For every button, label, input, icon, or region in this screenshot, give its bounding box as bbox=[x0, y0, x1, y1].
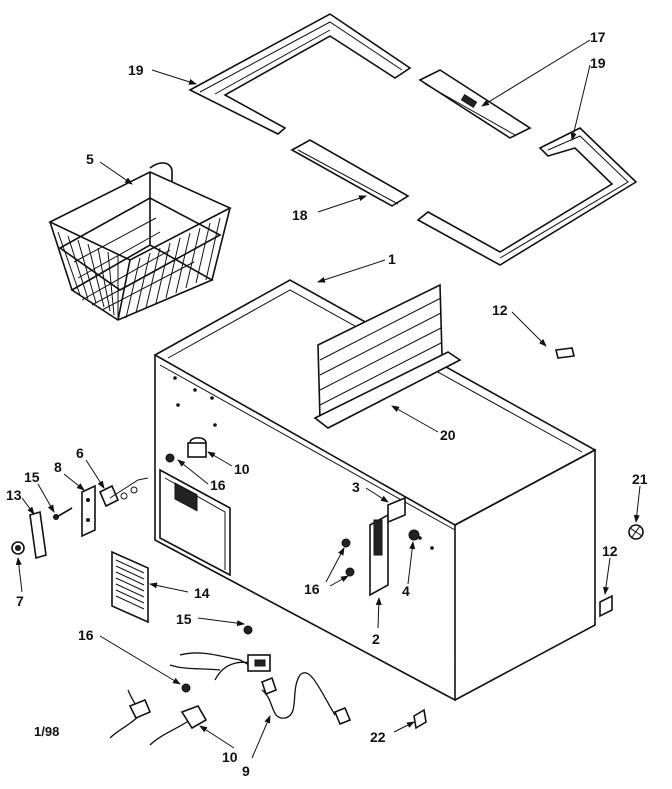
callout-labels: 19 17 19 5 18 1 12 20 10 16 3 4 16 2 15 … bbox=[6, 29, 648, 779]
callout-18: 18 bbox=[292, 207, 308, 223]
callout-16-upper: 16 bbox=[210, 477, 226, 493]
screw-15-left bbox=[53, 507, 73, 520]
lid-trim-strip-17 bbox=[418, 69, 532, 139]
divider-panel bbox=[313, 283, 462, 429]
clip-12-right bbox=[599, 594, 613, 618]
callout-16-lower: 16 bbox=[78, 627, 94, 643]
callout-5: 5 bbox=[86, 151, 94, 167]
callout-3: 3 bbox=[352, 479, 360, 495]
callout-9: 9 bbox=[242, 763, 250, 779]
relay-upper bbox=[165, 436, 207, 463]
callout-20: 20 bbox=[440, 427, 456, 443]
callout-17: 17 bbox=[590, 29, 606, 45]
screw-21 bbox=[628, 524, 644, 540]
callout-16-right: 16 bbox=[304, 581, 320, 597]
callout-2: 2 bbox=[372, 631, 380, 647]
gasket-strip-13 bbox=[29, 510, 47, 560]
date-code: 1/98 bbox=[34, 724, 59, 739]
lid-switch bbox=[98, 477, 149, 508]
callout-19-right: 19 bbox=[590, 55, 606, 71]
lid-trim-strip-18 bbox=[290, 139, 410, 207]
callout-12-right: 12 bbox=[602, 543, 618, 559]
clip-22 bbox=[413, 708, 427, 730]
callout-10-lower: 10 bbox=[222, 749, 238, 765]
callout-22: 22 bbox=[370, 729, 386, 745]
leader-lines bbox=[15, 39, 641, 759]
callout-10-upper: 10 bbox=[234, 461, 250, 477]
callout-14: 14 bbox=[194, 585, 210, 601]
callout-15-lower: 15 bbox=[176, 611, 192, 627]
clip-12-top bbox=[555, 347, 575, 359]
lid-trim-right-frame bbox=[416, 127, 638, 266]
callout-7: 7 bbox=[16, 593, 24, 609]
callout-4: 4 bbox=[402, 583, 410, 599]
callout-19-left: 19 bbox=[128, 62, 144, 78]
thermostat-bracket bbox=[341, 496, 420, 597]
callout-6: 6 bbox=[76, 445, 84, 461]
callout-13: 13 bbox=[6, 487, 22, 503]
callout-21: 21 bbox=[632, 471, 648, 487]
callout-15-left: 15 bbox=[24, 469, 40, 485]
knob-7 bbox=[11, 541, 25, 555]
callout-1: 1 bbox=[388, 251, 396, 267]
grille bbox=[111, 550, 149, 624]
wiring-harness bbox=[109, 625, 352, 746]
wire-basket bbox=[48, 162, 232, 321]
callout-8: 8 bbox=[54, 459, 62, 475]
lid-trim-left-frame bbox=[188, 13, 412, 135]
hinge-bracket bbox=[81, 484, 96, 538]
callout-12-top: 12 bbox=[492, 302, 508, 318]
